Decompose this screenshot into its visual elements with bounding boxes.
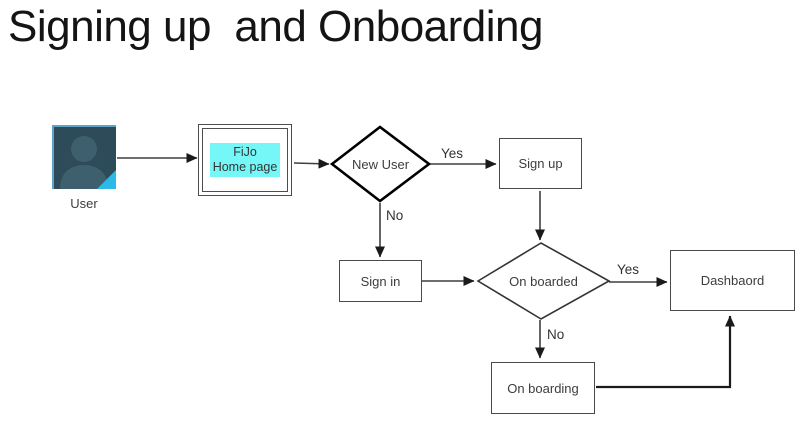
node-sign-in: Sign in — [339, 260, 422, 302]
sign-up-label: Sign up — [518, 156, 563, 171]
sign-in-label: Sign in — [360, 273, 401, 289]
user-label: User — [70, 196, 98, 211]
arrow-home-to-new-user — [293, 158, 330, 169]
node-sign-up: Sign up — [499, 138, 582, 189]
decision-on-boarded-label: On boarded — [509, 274, 578, 289]
edge-label-on-boarded-no: No — [547, 327, 565, 342]
decision-new-user-shape — [329, 125, 432, 203]
node-on-boarding: On boarding — [491, 362, 595, 414]
edge-label-new-user-no: No — [386, 208, 404, 223]
decision-on-boarded-shape — [476, 242, 611, 320]
home-page-label: FiJo Home page — [209, 143, 281, 177]
on-boarding-label: On boarding — [507, 380, 579, 396]
edge-label-on-boarded-yes: Yes — [617, 262, 640, 277]
edge-label-new-user-yes: Yes — [441, 146, 464, 161]
dashboard-label: Dashbaord — [700, 273, 765, 288]
node-home-page-inner: FiJo Home page — [202, 128, 288, 192]
user-icon — [52, 125, 116, 189]
decision-new-user-label: New User — [351, 157, 410, 172]
node-dashboard: Dashbaord — [670, 250, 795, 311]
person-silhouette-icon — [60, 136, 108, 189]
corner-accent-icon — [97, 170, 116, 189]
node-home-page: FiJo Home page — [198, 124, 292, 196]
arrow-on-boarding-to-dashboard — [596, 315, 735, 389]
page-title: Signing up and Onboarding — [8, 2, 543, 51]
